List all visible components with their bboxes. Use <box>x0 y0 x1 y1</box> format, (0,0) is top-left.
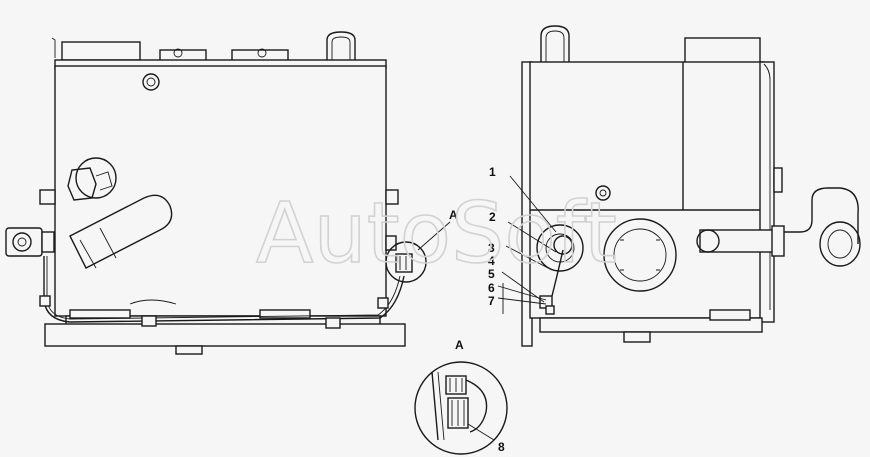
cable-right <box>551 249 564 297</box>
detail-view-a: A 8 <box>414 338 508 455</box>
callout-8: 8 <box>498 440 505 454</box>
view-a-marker: A <box>449 208 458 222</box>
tank-body-right <box>529 61 765 319</box>
detail-circle-a <box>385 241 427 283</box>
left-view: A <box>5 31 458 355</box>
lifting-handle-right <box>540 25 570 62</box>
pipe-outlet <box>819 221 861 267</box>
side-pipe <box>699 229 781 253</box>
lifting-handle-left <box>326 31 356 62</box>
base-left <box>44 323 406 347</box>
callout-1: 1 <box>489 165 496 179</box>
top-port <box>142 73 160 91</box>
side-connector <box>5 227 43 257</box>
callout-6: 6 <box>488 281 495 295</box>
watermark: AutoSoft <box>256 184 617 282</box>
fitting-ring <box>75 157 117 199</box>
tank-body-left <box>54 65 387 317</box>
callout-5: 5 <box>488 267 495 281</box>
view-a-title: A <box>455 338 464 352</box>
pipe-elbow <box>784 187 859 244</box>
detail-view-circle <box>414 361 508 455</box>
flange-large <box>603 218 677 292</box>
angled-pipe <box>69 194 173 269</box>
flange-small <box>536 224 584 272</box>
cable-harness <box>43 256 405 323</box>
base-frame-right <box>539 317 763 333</box>
right-view: 1 2 3 4 5 6 7 <box>488 25 861 347</box>
callout-7: 7 <box>488 294 495 308</box>
top-plate-left <box>61 41 141 61</box>
callout-2: 2 <box>489 210 496 224</box>
callout-4: 4 <box>488 254 495 268</box>
callout-3: 3 <box>488 241 495 255</box>
hex-nut <box>67 167 97 201</box>
